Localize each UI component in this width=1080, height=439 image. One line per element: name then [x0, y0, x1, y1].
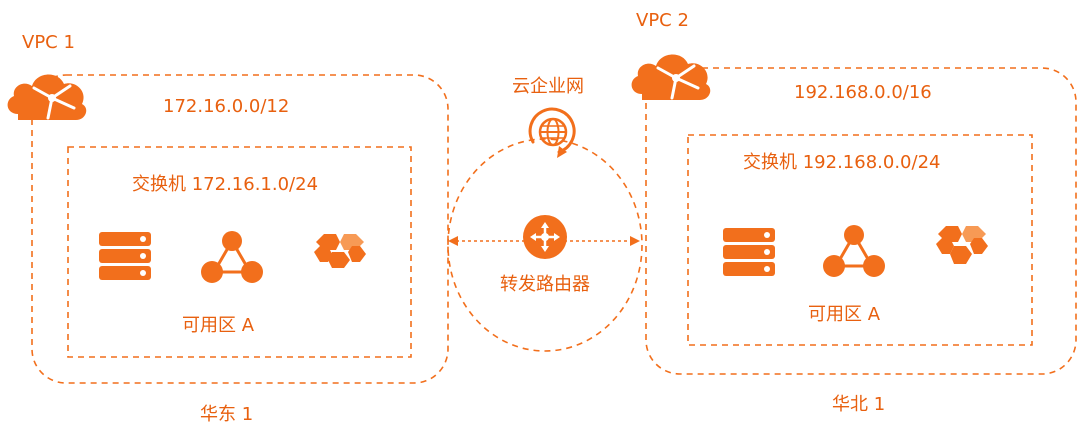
vpc1-vswitch-boundary	[67, 146, 412, 358]
vpc1-zone-label: 可用区 A	[182, 315, 255, 336]
vpc2-cloud-icon	[631, 54, 711, 100]
vpc2-region-label: 华北 1	[832, 394, 886, 415]
vpc1-vswitch-label: 交换机 172.16.1.0/24	[132, 174, 319, 195]
vpc2-hexagon-cluster-icon	[936, 226, 988, 264]
vpc2-network-nodes-icon	[823, 225, 885, 277]
vpc1-server-stack-icon	[99, 232, 151, 280]
vpc1-region-label: 华东 1	[200, 404, 254, 425]
vpc2-title: VPC 2	[636, 10, 689, 31]
vpc1-title: VPC 1	[22, 32, 75, 53]
vpc1-cloud-icon	[7, 74, 87, 120]
vpc2-cidr: 192.168.0.0/16	[794, 82, 932, 103]
vpc2-boundary	[645, 67, 1077, 375]
cen-title: 云企业网	[512, 76, 584, 97]
vpc1-hexagon-cluster-icon	[314, 234, 366, 268]
cen-globe-icon	[528, 107, 576, 158]
cen-router-icon	[523, 215, 567, 259]
vpc2-server-stack-icon	[723, 228, 775, 276]
vpc1-network-nodes-icon	[201, 231, 263, 283]
vpc2-vswitch-boundary	[687, 134, 1033, 346]
vpc1-boundary	[31, 74, 449, 384]
vpc1-cidr: 172.16.0.0/12	[163, 96, 290, 117]
cen-boundary	[447, 138, 643, 352]
vpc2-zone-label: 可用区 A	[808, 304, 881, 325]
vpc2-vswitch-label: 交换机 192.168.0.0/24	[743, 152, 941, 173]
cen-router-label: 转发路由器	[500, 274, 590, 295]
